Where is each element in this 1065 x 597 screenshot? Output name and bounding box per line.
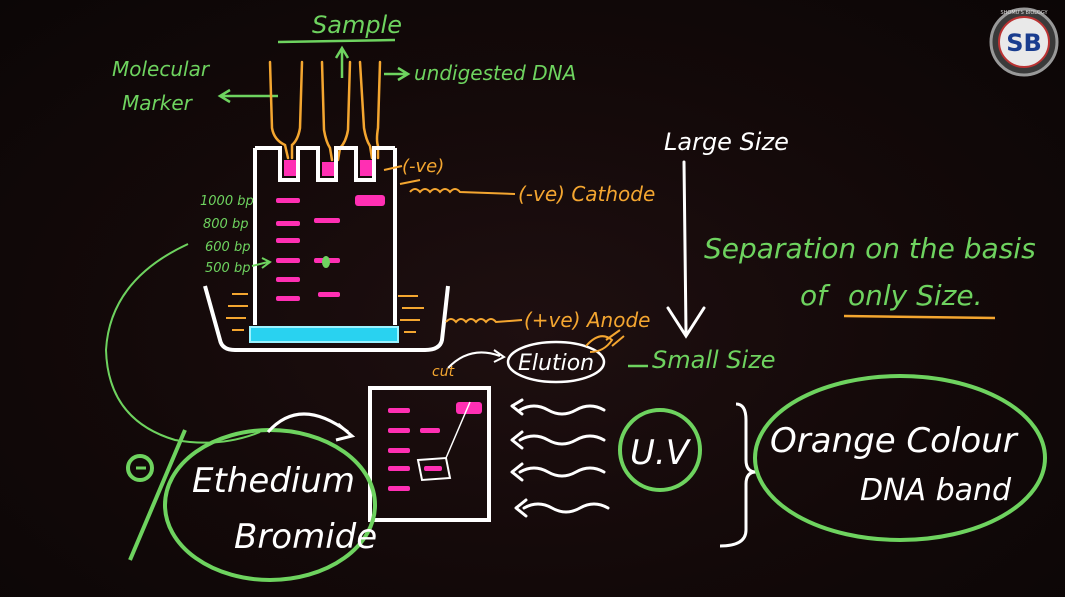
negative-label: (-ve) bbox=[402, 156, 444, 177]
well-sample-2 bbox=[322, 162, 334, 176]
cathode-label: (-ve) Cathode bbox=[518, 182, 655, 206]
ethidium-label-2: Bromide bbox=[234, 517, 377, 557]
molecular-marker-label-2: Marker bbox=[122, 91, 194, 115]
separation-note: Separation on the basis of only Size. bbox=[704, 232, 1036, 320]
well-sample-3 bbox=[360, 160, 372, 176]
cut-label: cut bbox=[432, 364, 455, 380]
gel-base bbox=[249, 326, 399, 343]
uv-label: U.V bbox=[630, 433, 692, 473]
small-size-label: Small Size bbox=[652, 346, 776, 374]
uv-annotation: U.V bbox=[618, 408, 702, 492]
gel-bands bbox=[276, 195, 385, 301]
large-size-label: Large Size bbox=[664, 128, 789, 156]
sample-label: Sample bbox=[312, 11, 402, 39]
molecular-marker-label-1: Molecular bbox=[112, 57, 211, 81]
ladder-500-label: 500 bp bbox=[205, 261, 250, 276]
ethidium-bromide-annotation: Ethedium Bromide bbox=[126, 412, 377, 582]
undigested-dna-annotation: undigested DNA bbox=[384, 61, 576, 85]
molecular-marker-annotation: Molecular Marker bbox=[112, 57, 278, 115]
elution-annotation: Elution cut bbox=[432, 329, 625, 384]
orange-colour-label-2: DNA band bbox=[860, 473, 1012, 508]
logo-ring-text: SHOMU'S BIOLOGY bbox=[1000, 10, 1048, 16]
gel-chamber bbox=[203, 146, 450, 352]
logo-initials: SB bbox=[1006, 29, 1042, 57]
ethidium-label-1: Ethedium bbox=[192, 461, 355, 501]
anode-annotation: (+ve) Anode bbox=[445, 308, 650, 332]
separation-line-1: Separation on the basis bbox=[704, 232, 1036, 265]
ladder-labels: 1000 bp 800 bp 600 bp 500 bp bbox=[200, 194, 272, 276]
anode-label: (+ve) Anode bbox=[524, 308, 650, 332]
separation-line-2-underlined: only Size. bbox=[848, 279, 983, 312]
curly-brace bbox=[719, 402, 757, 548]
well-sample-1 bbox=[284, 160, 296, 176]
size-arrow: Large Size Small Size bbox=[628, 128, 789, 374]
uv-rays bbox=[510, 398, 610, 518]
sample-annotation: Sample bbox=[277, 11, 402, 78]
undigested-dna-label: undigested DNA bbox=[414, 61, 576, 85]
ladder-800-label: 800 bp bbox=[203, 217, 248, 232]
orange-colour-annotation: Orange Colour DNA band bbox=[753, 374, 1047, 542]
orange-colour-label-1: Orange Colour bbox=[770, 421, 1019, 461]
stained-gel bbox=[368, 386, 491, 522]
elution-label: Elution bbox=[518, 351, 594, 376]
cathode-annotation: (-ve) Cathode bbox=[399, 179, 655, 206]
ladder-600-label: 600 bp bbox=[205, 240, 250, 255]
pipettes bbox=[268, 60, 382, 162]
ladder-1000-label: 1000 bp bbox=[200, 194, 254, 209]
channel-logo: SB SHOMU'S BIOLOGY bbox=[989, 7, 1059, 77]
separation-line-2-prefix: of bbox=[800, 279, 831, 312]
connector-curve bbox=[104, 243, 261, 444]
negative-annotation: (-ve) bbox=[383, 156, 444, 177]
